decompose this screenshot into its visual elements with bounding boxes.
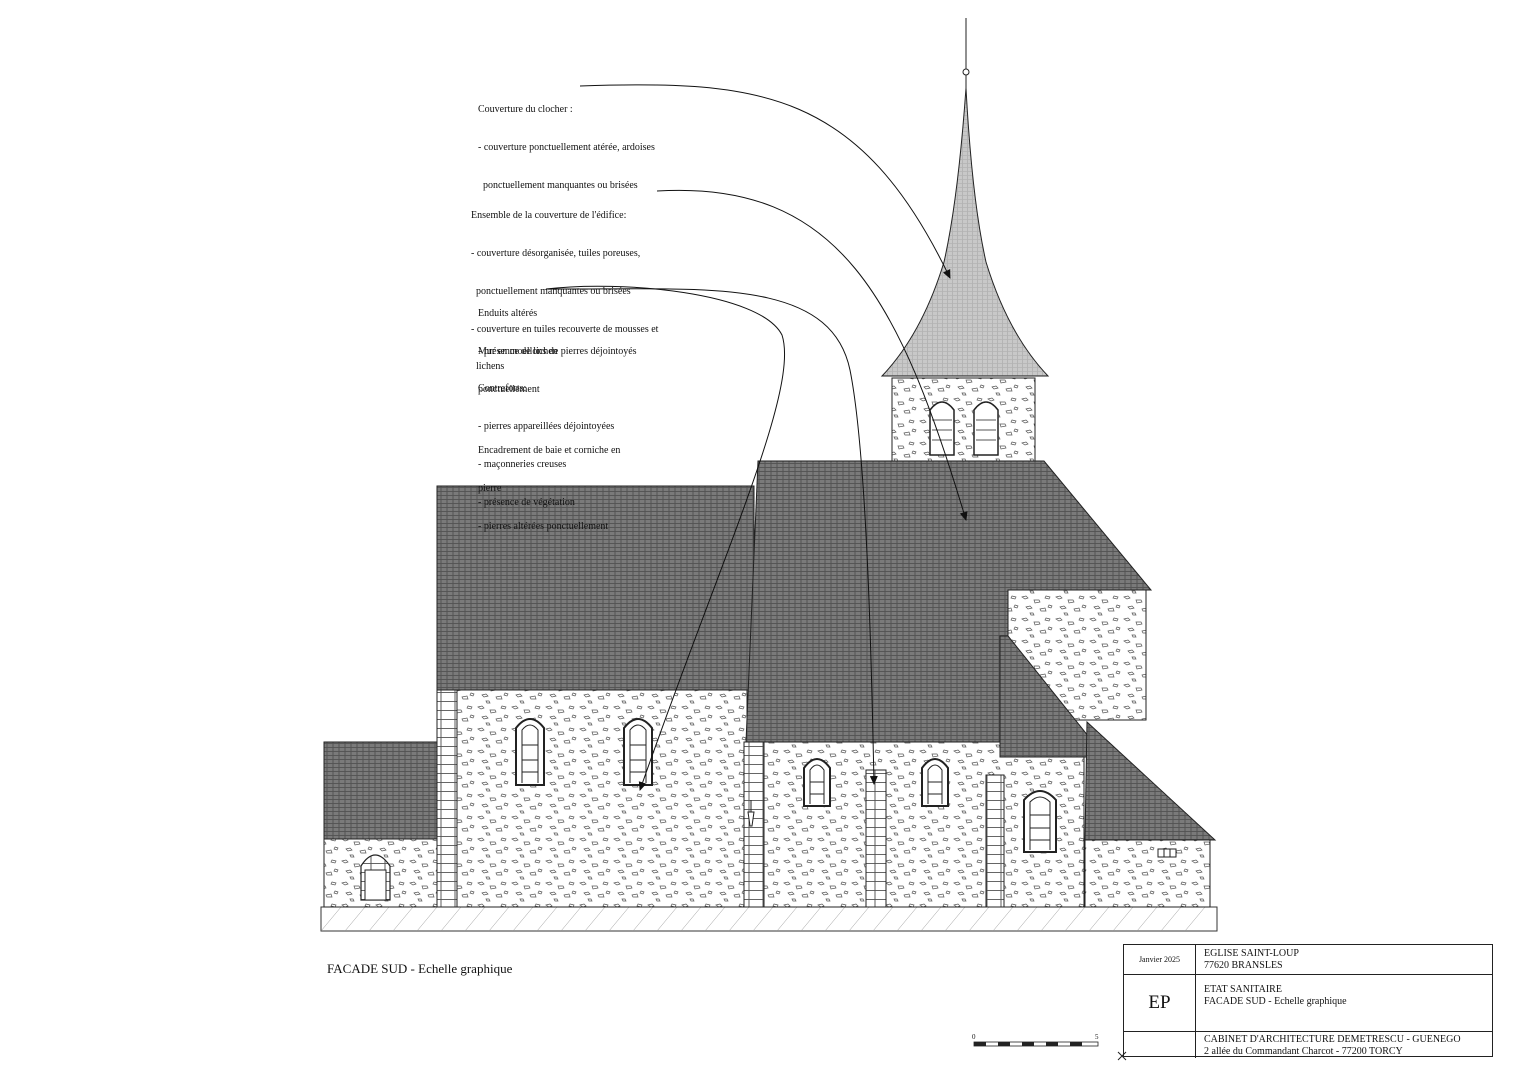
note-couverture-line: - couverture désorganisée, tuiles poreus… [471,247,641,259]
choir-window-1 [803,758,831,807]
title-block-row-project: Janvier 2025 EGLISE SAINT-LOUP 77620 BRA… [1124,945,1492,975]
phase-code: EP [1148,992,1171,1013]
note-enduits-title: Enduits altérés [478,308,538,320]
date-text: Janvier 2025 [1138,955,1181,964]
firm-left-cell [1124,1032,1196,1058]
title-block: Janvier 2025 EGLISE SAINT-LOUP 77620 BRA… [1123,944,1493,1058]
phase-cell: EP [1124,975,1196,1031]
scale-start-label: 0 [972,1033,976,1041]
choir [745,460,1153,908]
note-mur-title: Mur en moellons de pierres déjointoyés [478,346,637,358]
date-cell: Janvier 2025 [1124,945,1196,974]
document-title: ETAT SANITAIRE [1204,984,1282,995]
note-contreforts-line: - maçonneries creuses [478,458,567,470]
nave-window-2 [623,718,653,786]
note-contreforts-line: - pierres appareillées déjointoyées [478,420,615,432]
note-mur-line: ponctuellement [478,383,540,395]
north-cross [1117,1051,1127,1061]
choir-window-2 [921,758,949,807]
title-block-row-firm: CABINET D'ARCHITECTURE DEMETRESCU - GUEN… [1124,1032,1492,1058]
rear-annex [999,589,1217,908]
note-enduits: Enduits altérés - présence de lichen [478,283,558,371]
project-location: 77620 BRANSLES [1204,960,1283,971]
document-subtitle: FACADE SUD - Echelle graphique [1204,996,1347,1007]
bell-tower [891,377,1036,462]
spire [880,18,1050,377]
firm-address: 2 allée du Commandant Charcot - 77200 TO… [1204,1046,1403,1057]
note-couverture-title: Ensemble de la couverture de l'édifice: [471,210,627,222]
project-name: EGLISE SAINT-LOUP [1204,948,1299,959]
ground-line [320,906,1218,932]
nave-window-1 [515,718,545,786]
document-cell: ETAT SANITAIRE FACADE SUD - Echelle grap… [1204,984,1347,1008]
note-encadrement-title: Encadrement de baie et corniche en [478,445,621,457]
firm-name: CABINET D'ARCHITECTURE DEMETRESCU - GUEN… [1204,1034,1461,1045]
wall-lantern [747,800,755,827]
note-contreforts: Contreforts: - pierres appareillées déjo… [478,358,614,522]
note-clocher: Couverture du clocher : - couverture pon… [478,79,655,205]
note-contreforts-title: Contreforts: [478,383,527,395]
note-encadrement-line: - pierres altérées ponctuellement [478,520,609,532]
title-block-row-document: EP ETAT SANITAIRE FACADE SUD - Echelle g… [1124,975,1492,1032]
choir-window-3 [1023,790,1057,853]
note-mur: Mur en moellons de pierres déjointoyés p… [478,321,637,409]
note-encadrement-line: pierre [478,482,502,494]
scale-end-label: 5 [1095,1033,1099,1041]
note-enduits-line: - présence de lichen [478,345,558,357]
note-clocher-line: - couverture ponctuellement atérée, ardo… [478,141,655,153]
leader-lines [545,84,968,791]
note-contreforts-line: - présence de végétation [478,496,575,508]
note-couverture: Ensemble de la couverture de l'édifice: … [471,185,658,387]
note-couverture-line: - couverture en tuiles recouverte de mou… [471,323,659,335]
drawing-caption: FACADE SUD - Echelle graphique [327,961,513,976]
firm-cell: CABINET D'ARCHITECTURE DEMETRESCU - GUEN… [1204,1034,1461,1058]
scale-bar [973,1041,1099,1047]
note-couverture-line: lichens [471,361,505,373]
note-encadrement: Encadrement de baie et corniche en pierr… [478,420,620,546]
porch-annex [323,741,439,908]
nave [436,485,765,908]
note-couverture-line: ponctuellement manquantes ou brisées [471,285,631,297]
note-clocher-line: ponctuellement manquantes ou brisées [478,179,638,191]
note-clocher-title: Couverture du clocher : [478,104,573,116]
project-cell: EGLISE SAINT-LOUP 77620 BRANSLES [1204,948,1299,972]
